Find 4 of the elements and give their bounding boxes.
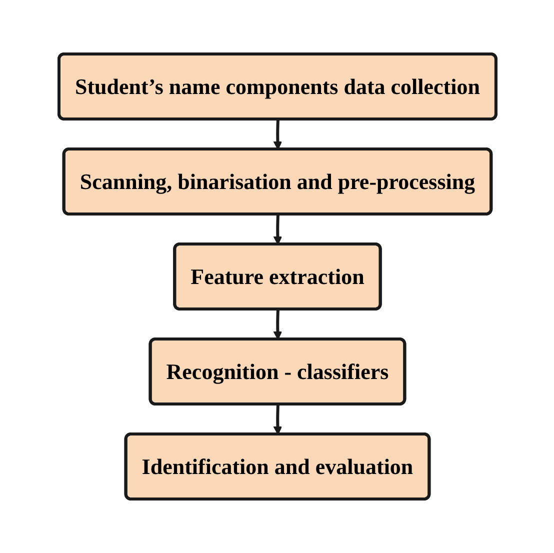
arrow: [272, 214, 282, 245]
arrow: [272, 404, 282, 435]
arrow: [272, 119, 282, 150]
arrow: [272, 309, 282, 340]
